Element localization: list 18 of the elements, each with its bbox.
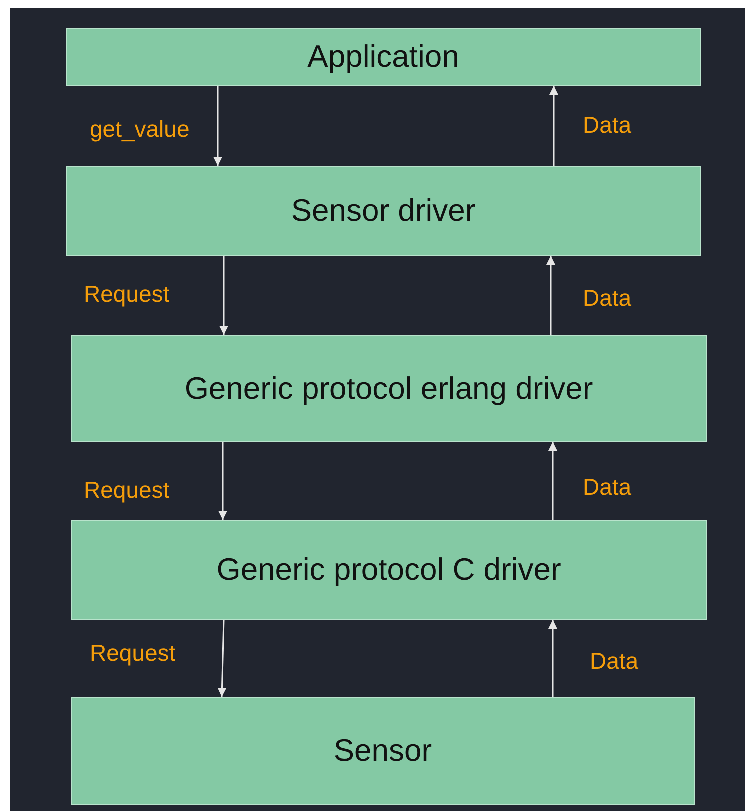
arrow bbox=[548, 620, 558, 697]
arrow bbox=[220, 256, 228, 335]
node-label: Generic protocol C driver bbox=[216, 552, 562, 588]
arrow bbox=[550, 86, 558, 166]
arrow bbox=[218, 620, 227, 698]
arrow bbox=[218, 442, 228, 520]
process-box bbox=[66, 166, 701, 256]
node-label: Sensor driver bbox=[291, 193, 476, 229]
arrow bbox=[214, 86, 222, 166]
node-label: Sensor bbox=[334, 733, 432, 769]
process-box bbox=[71, 520, 707, 620]
process-box bbox=[71, 697, 695, 805]
process-box bbox=[66, 28, 701, 86]
process-box bbox=[71, 335, 707, 442]
arrow bbox=[546, 256, 556, 335]
node-label: Application bbox=[308, 39, 460, 75]
node-label: Generic protocol erlang driver bbox=[184, 370, 594, 406]
arrow bbox=[548, 442, 558, 520]
